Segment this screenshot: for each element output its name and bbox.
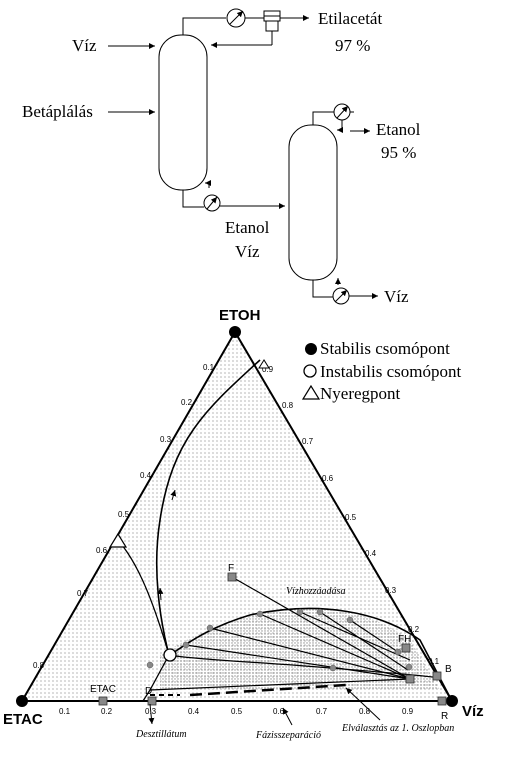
svg-text:0.6: 0.6 [96,546,108,555]
phase-separation-annotation: Fázisszeparáció [255,730,321,741]
svg-text:0.1: 0.1 [59,707,71,716]
svg-text:0.9: 0.9 [262,365,274,374]
distillate-label: Etilacetát [318,9,382,28]
vertex-etac-marker [16,695,28,707]
left-axis-ticks: 0.8 0.7 0.6 0.5 0.4 0.3 0.2 0.1 [33,363,215,670]
ethanol-product-purity: 95 % [381,143,416,162]
svg-text:0.9: 0.9 [402,707,414,716]
svg-text:0.4: 0.4 [365,549,377,558]
svg-text:0.7: 0.7 [316,707,328,716]
svg-text:0.7: 0.7 [302,437,314,446]
legend-triangle-icon [301,384,321,400]
vertex-water-marker [446,695,458,707]
distillate-purity: 97 % [335,36,370,55]
vertex-etoh-label: ETOH [219,307,260,324]
legend-saddle-text: Nyeregpont [320,384,401,403]
legend-unstable-text: Instabilis csomópont [320,362,461,381]
svg-text:0.8: 0.8 [33,661,45,670]
col1-overhead-line [182,17,226,35]
middle-stream-label-1: Etanol [225,218,270,237]
svg-text:0.1: 0.1 [428,657,440,666]
svg-text:0.3: 0.3 [160,435,172,444]
svg-text:0.8: 0.8 [359,707,371,716]
svg-text:0.2: 0.2 [408,625,420,634]
bottom-axis-ticks: 0.1 0.2 0.3 0.4 0.5 0.6 0.7 0.8 0.9 [59,707,414,716]
svg-text:0.7: 0.7 [77,589,89,598]
feed-label: Betáplálás [22,102,93,121]
svg-text:0.4: 0.4 [188,707,200,716]
svg-text:0.2: 0.2 [181,398,193,407]
ethanol-product-label: Etanol [376,120,421,139]
svg-text:0.5: 0.5 [118,510,130,519]
point-d-label: D [145,686,152,697]
process-flowsheet [108,8,378,305]
distillate-annotation: Desztillátum [135,729,187,740]
svg-text:0.5: 0.5 [231,707,243,716]
legend: Stabilis csomópont Instabilis csomópont … [301,339,461,403]
point-f-label: F [228,563,234,574]
point-b-label: B [445,664,452,675]
point-fh-label: FH [398,634,411,645]
svg-text:0.5: 0.5 [345,513,357,522]
square-markers [98,572,447,706]
saddle-point-marker-2 [258,359,270,369]
vertex-etac-label: ETAC [3,711,43,728]
decanter-icon [263,10,281,45]
vertex-water-label: Víz [462,703,484,720]
vertex-etoh-marker [229,326,241,338]
ternary-diagram: 0.8 0.7 0.6 0.5 0.4 0.3 0.2 0.1 0.9 0.8 … [3,307,484,741]
legend-filled-circle-icon [305,343,317,355]
legend-stable-text: Stabilis csomópont [320,339,450,358]
right-axis-ticks: 0.9 0.8 0.7 0.6 0.5 0.4 0.3 0.2 0.1 [262,365,440,666]
water-addition-annotation: Vízhozzáadása [286,586,345,597]
point-r-label: R [441,711,448,722]
svg-text:0.8: 0.8 [282,401,294,410]
curve-points [146,608,413,672]
water-inlet-label: Víz [72,36,97,55]
separation-annotation: Elválasztás az 1. Oszlopban [341,723,454,734]
saddle-point-marker [108,532,128,548]
azeotrope-open-marker [163,648,177,662]
svg-text:0.1: 0.1 [203,363,215,372]
point-etac-label: ETAC [90,684,116,695]
svg-text:0.2: 0.2 [101,707,113,716]
middle-stream-label-2: Víz [235,242,260,261]
water-outlet-label: Víz [384,287,409,306]
legend-open-circle-icon [303,364,317,378]
column-2 [288,124,338,281]
svg-text:0.3: 0.3 [385,586,397,595]
svg-text:0.4: 0.4 [140,471,152,480]
svg-text:0.6: 0.6 [273,707,285,716]
svg-text:0.6: 0.6 [322,474,334,483]
column-1 [158,34,208,191]
